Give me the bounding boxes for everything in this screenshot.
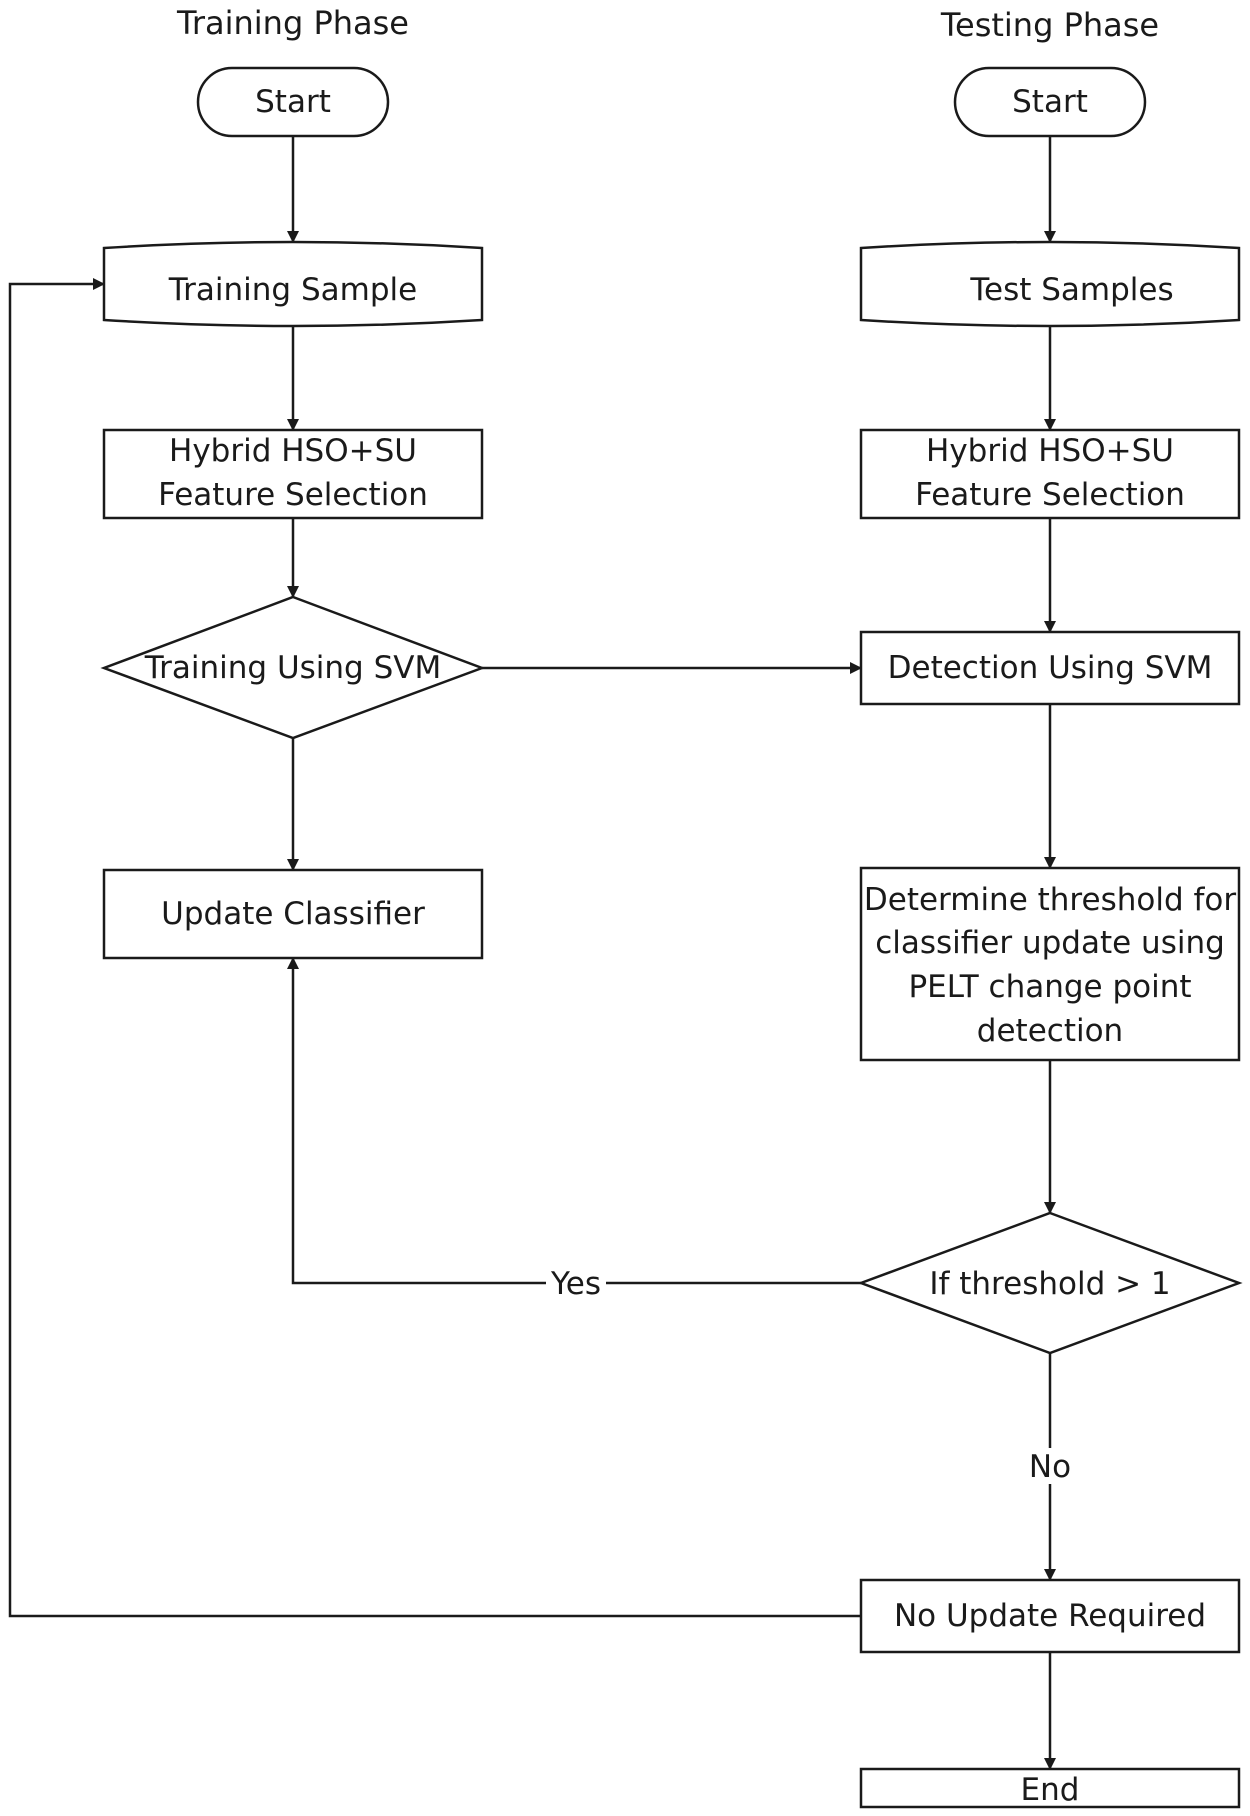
- no-update-label: No Update Required: [894, 1598, 1206, 1634]
- training-feature-line2: Feature Selection: [158, 477, 428, 513]
- threshold-node: Determine threshold for classifier updat…: [859, 866, 1241, 1062]
- training-sample-node: Training Sample: [102, 240, 484, 328]
- detection-svm-label: Detection Using SVM: [888, 650, 1213, 686]
- testing-feature-line2: Feature Selection: [915, 477, 1185, 513]
- training-phase-heading: Training Phase: [176, 4, 409, 42]
- training-sample-label: Training Sample: [168, 272, 417, 308]
- no-edge-label: No: [1029, 1449, 1071, 1485]
- end-label: End: [1021, 1772, 1080, 1808]
- yes-edge-label: Yes: [550, 1266, 601, 1302]
- training-feature-selection-node: Hybrid HSO+SU Feature Selection: [102, 428, 484, 520]
- threshold-line3: PELT change point: [908, 969, 1191, 1005]
- threshold-line4: detection: [977, 1013, 1123, 1049]
- training-start-node: Start: [196, 66, 390, 138]
- threshold-line2: classifier update using: [875, 925, 1225, 961]
- end-node: End: [859, 1767, 1241, 1809]
- threshold-decision-node: If threshold > 1: [857, 1211, 1243, 1355]
- detection-svm-node: Detection Using SVM: [859, 630, 1241, 706]
- training-feature-line1: Hybrid HSO+SU: [169, 433, 417, 469]
- test-samples-node: Test Samples: [859, 240, 1241, 328]
- arrow-decision-yes-to-update: [287, 957, 861, 1285]
- training-start-label: Start: [255, 84, 331, 120]
- testing-start-node: Start: [953, 66, 1147, 138]
- test-samples-label: Test Samples: [969, 272, 1173, 308]
- testing-phase-heading: Testing Phase: [940, 6, 1159, 44]
- update-classifier-label: Update Classifier: [161, 896, 425, 932]
- update-classifier-node: Update Classifier: [102, 868, 484, 960]
- threshold-decision-label: If threshold > 1: [929, 1266, 1170, 1302]
- testing-start-label: Start: [1012, 84, 1088, 120]
- training-svm-label: Training Using SVM: [144, 650, 441, 686]
- no-update-node: No Update Required: [859, 1578, 1241, 1654]
- arrow-no-update-loop-to-training-sample: [8, 278, 861, 1618]
- threshold-line1: Determine threshold for: [864, 882, 1236, 918]
- testing-feature-selection-node: Hybrid HSO+SU Feature Selection: [859, 428, 1241, 520]
- training-svm-decision-node: Training Using SVM: [100, 595, 486, 740]
- testing-feature-line1: Hybrid HSO+SU: [926, 433, 1174, 469]
